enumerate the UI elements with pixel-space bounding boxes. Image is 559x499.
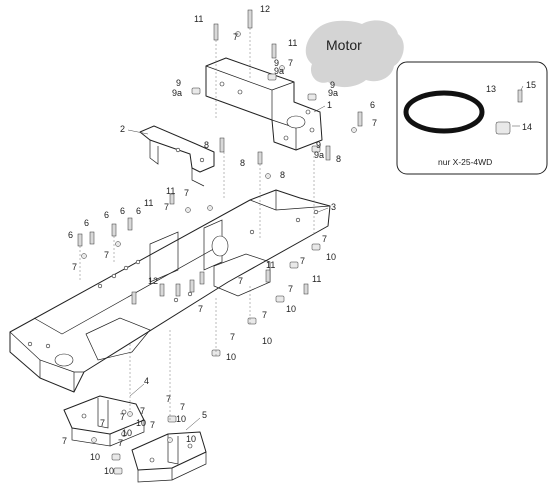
callout-labels: 1 2 3 4 5 6 6 6 6 6 6 7 7 7 7 7 7 7 7 7 … <box>62 4 536 476</box>
callout-7: 7 <box>120 412 125 422</box>
callout-7: 7 <box>300 256 305 266</box>
callout-8: 8 <box>336 154 341 164</box>
callout-10: 10 <box>326 252 336 262</box>
callout-10: 10 <box>104 466 114 476</box>
motor-shape <box>305 20 404 88</box>
callout-12: 12 <box>148 276 158 286</box>
callout-10: 10 <box>136 418 146 428</box>
callout-7: 7 <box>164 202 169 212</box>
callout-7: 7 <box>184 188 189 198</box>
callout-2: 2 <box>120 124 125 134</box>
callout-7: 7 <box>262 310 267 320</box>
callout-9a: 9a <box>274 66 284 76</box>
callout-7: 7 <box>62 436 67 446</box>
callout-8: 8 <box>240 158 245 168</box>
callout-11: 11 <box>288 38 297 48</box>
callout-7: 7 <box>166 394 171 404</box>
motor-label: Motor <box>326 37 362 53</box>
callout-11: 11 <box>266 260 275 270</box>
callout-6: 6 <box>136 206 141 216</box>
callout-13: 13 <box>486 84 496 94</box>
callout-10: 10 <box>176 414 186 424</box>
callout-9: 9 <box>176 78 181 88</box>
callout-7: 7 <box>322 234 327 244</box>
callout-7: 7 <box>150 420 155 430</box>
callout-7: 7 <box>104 250 109 260</box>
callout-5: 5 <box>202 410 207 420</box>
callout-12: 12 <box>260 4 270 14</box>
callout-7: 7 <box>238 276 243 286</box>
callout-10: 10 <box>262 336 272 346</box>
callout-9: 9 <box>316 140 321 150</box>
callout-9a: 9a <box>314 150 324 160</box>
callout-9a: 9a <box>328 88 338 98</box>
callout-7: 7 <box>233 32 238 42</box>
callout-6: 6 <box>370 100 375 110</box>
callout-7: 7 <box>198 304 203 314</box>
callout-7: 7 <box>230 332 235 342</box>
callout-8: 8 <box>280 170 285 180</box>
callout-9: 9 <box>274 58 279 68</box>
callout-3: 3 <box>331 202 336 212</box>
callout-7: 7 <box>118 438 123 448</box>
callout-4: 4 <box>144 376 149 386</box>
callout-11: 11 <box>194 14 203 24</box>
callout-9a: 9a <box>172 88 182 98</box>
callout-6: 6 <box>104 210 109 220</box>
inset-panel <box>396 61 548 175</box>
callout-7: 7 <box>72 262 77 272</box>
main-frame <box>9 189 331 393</box>
callout-10: 10 <box>186 434 196 444</box>
callout-10: 10 <box>226 352 236 362</box>
callout-14: 14 <box>522 122 532 132</box>
callout-7: 7 <box>288 284 293 294</box>
callout-10: 10 <box>122 428 132 438</box>
assembly-lines <box>79 28 315 420</box>
callout-6: 6 <box>120 206 125 216</box>
callout-11: 11 <box>166 186 175 196</box>
callout-7: 7 <box>288 58 293 68</box>
axle-mount-5 <box>131 431 207 483</box>
side-bracket <box>139 125 215 187</box>
callout-11: 11 <box>144 198 153 208</box>
callout-8: 8 <box>204 140 209 150</box>
callout-7: 7 <box>140 406 145 416</box>
inset-note: nur X-25-4WD <box>438 157 492 167</box>
motor-bracket <box>205 57 323 151</box>
axle-mount-4 <box>63 395 145 447</box>
callout-11: 11 <box>312 274 321 284</box>
callout-9: 9 <box>330 80 335 90</box>
callout-7: 7 <box>100 418 105 428</box>
callout-1: 1 <box>327 100 332 110</box>
callout-7: 7 <box>180 402 185 412</box>
callout-6: 6 <box>68 230 73 240</box>
fasteners <box>77 9 363 475</box>
callout-6: 6 <box>84 218 89 228</box>
callout-7: 7 <box>372 118 377 128</box>
callout-10: 10 <box>286 304 296 314</box>
callout-10: 10 <box>90 452 100 462</box>
callout-15: 15 <box>526 80 536 90</box>
